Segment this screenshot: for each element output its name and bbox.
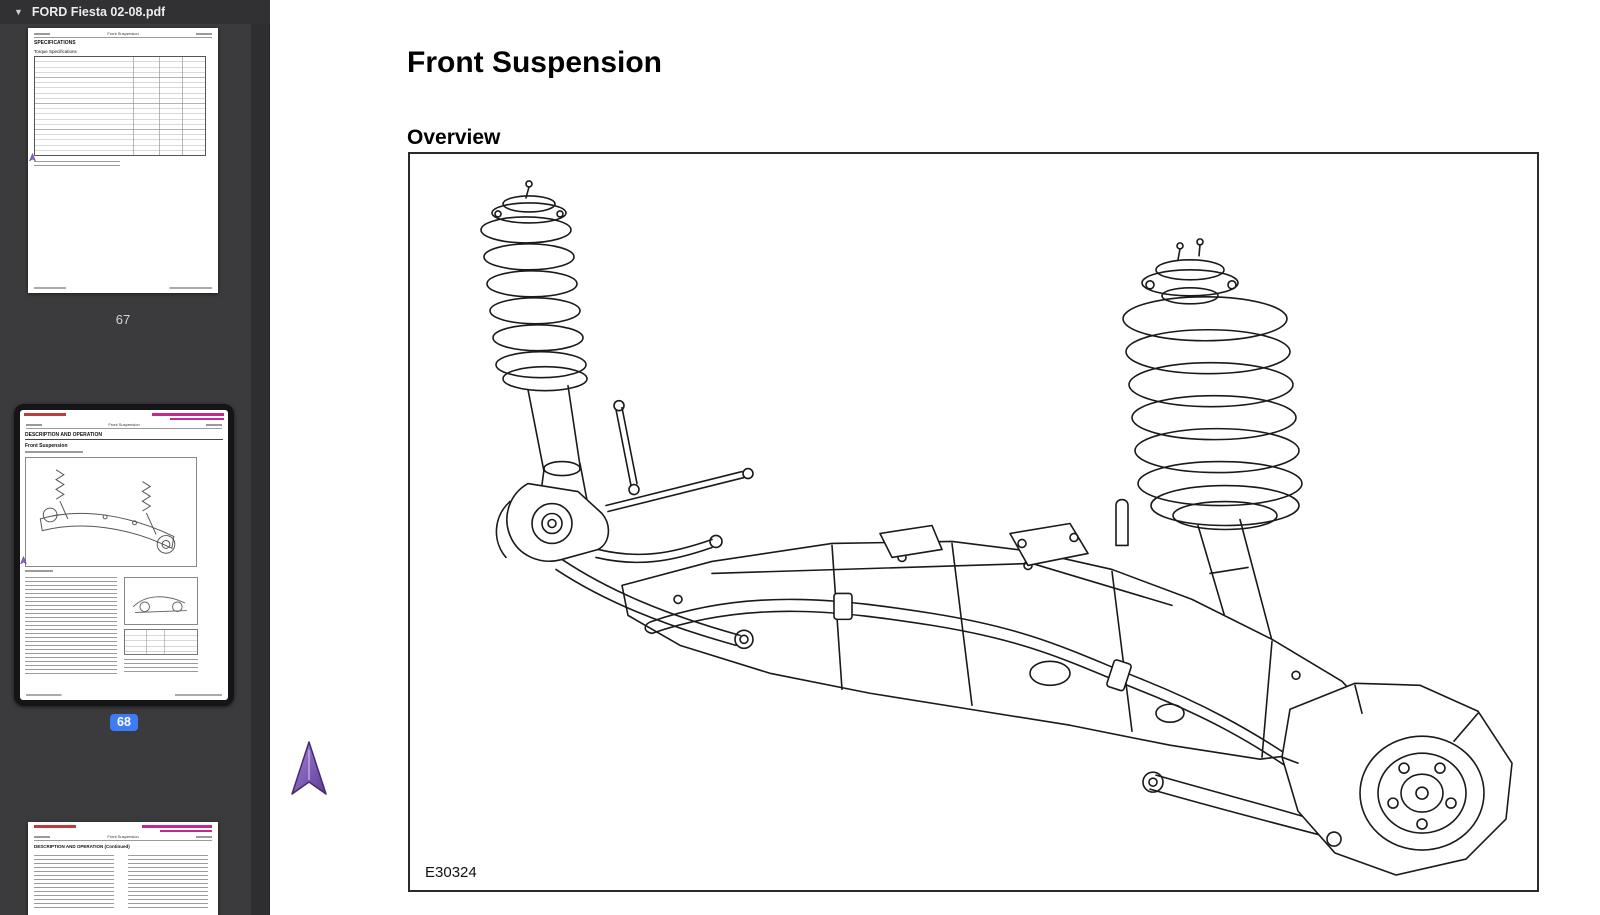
thumbnail-page-69[interactable]: Front Suspension DESCRIPTION AND OPERATI… (28, 822, 218, 915)
thumbnail-sidebar: ▼ FORD Fiesta 02-08.pdf Front Suspension… (0, 0, 270, 915)
front-suspension-diagram (480, 180, 1513, 876)
text-placeholder (160, 829, 212, 832)
thumb-subheading: Torque Specifications (34, 49, 77, 54)
running-header-text: Front Suspension (107, 834, 139, 839)
text-placeholder (25, 451, 83, 453)
thumbnail-page-68-selected[interactable]: Front Suspension DESCRIPTION AND OPERATI… (14, 404, 234, 706)
left-lower-control-arm (555, 558, 754, 650)
right-knuckle-hub (1281, 682, 1513, 876)
running-header: Front Suspension (26, 422, 222, 429)
annotation-arrow-icon (20, 556, 27, 565)
right-strut-assembly (1122, 238, 1303, 711)
page-title: Front Suspension (407, 46, 662, 79)
document-page: Front Suspension Overview (271, 0, 1600, 915)
page-number-67: 67 (115, 312, 131, 327)
document-title: FORD Fiesta 02-08.pdf (31, 5, 166, 19)
text-placeholder (195, 33, 212, 35)
subframe-crossmember (621, 498, 1373, 760)
annotation-arrow-icon (29, 153, 36, 162)
left-strut-assembly (480, 180, 589, 507)
overview-figure: E30324 (408, 152, 1539, 892)
running-header: Front Suspension (34, 31, 212, 38)
figure-label: E30324 (425, 864, 477, 881)
text-placeholder (124, 659, 198, 675)
running-header-text: Front Suspension (107, 31, 139, 36)
disclosure-triangle-icon[interactable]: ▼ (14, 7, 23, 17)
thumb-secondary-figure (124, 577, 198, 625)
torque-spec-table (34, 56, 206, 156)
thumb-heading: SPECIFICATIONS (34, 40, 76, 46)
text-placeholder (128, 855, 208, 911)
thumb-parts-table (124, 629, 198, 655)
text-placeholder (34, 161, 120, 169)
text-placeholder (24, 413, 66, 416)
text-placeholder (34, 33, 50, 35)
running-header-text: Front Suspension (108, 422, 140, 427)
page-footer-placeholder (34, 287, 212, 289)
page-footer-placeholder (26, 694, 222, 696)
text-placeholder (195, 836, 212, 838)
section-heading: Overview (407, 126, 501, 149)
text-placeholder (205, 424, 222, 426)
text-placeholder (26, 424, 42, 426)
stabilizer-bar (644, 592, 1301, 774)
thumb-heading: DESCRIPTION AND OPERATION (25, 432, 102, 438)
left-tie-rod-and-link (605, 399, 754, 513)
divider (25, 439, 223, 440)
page-number-68-selected-badge: 68 (110, 714, 138, 731)
annotation-arrow-icon[interactable] (290, 740, 328, 800)
text-placeholder (34, 855, 114, 911)
sidebar-header[interactable]: ▼ FORD Fiesta 02-08.pdf (0, 0, 270, 24)
left-knuckle-hub (495, 482, 723, 564)
thumb-heading: DESCRIPTION AND OPERATION (Continued) (34, 844, 130, 849)
text-placeholder (25, 577, 117, 675)
sidebar-scrollbar-track[interactable] (251, 24, 269, 915)
text-placeholder (170, 417, 224, 420)
thumb-suspension-diagram (25, 457, 197, 567)
thumbnail-page-67[interactable]: Front Suspension SPECIFICATIONS Torque S… (28, 28, 218, 293)
text-placeholder (142, 825, 212, 828)
thumb-subheading: Front Suspension (25, 443, 68, 449)
thumbnail-page-68-content: Front Suspension DESCRIPTION AND OPERATI… (20, 410, 228, 700)
figure-caption-placeholder (25, 570, 53, 572)
text-placeholder (34, 836, 50, 838)
text-placeholder (34, 825, 76, 828)
text-placeholder (152, 413, 224, 416)
running-header: Front Suspension (34, 834, 212, 841)
